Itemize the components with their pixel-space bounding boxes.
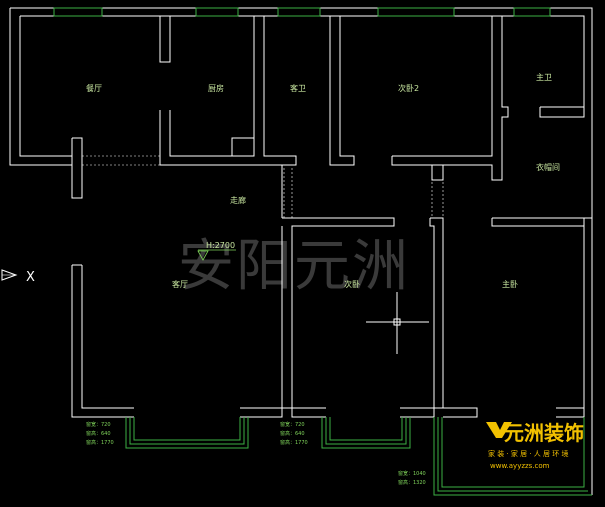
windows: [53, 7, 592, 496]
height-marker-triangle: [197, 250, 209, 261]
room-label-bedroom2: 次卧2: [398, 83, 419, 93]
height-marker-label: H:2700: [206, 241, 235, 250]
brand-url: www.ayyzzs.com: [490, 462, 550, 470]
axis-label: X: [26, 270, 35, 285]
window-note-living-1: 窗宽：720: [86, 421, 111, 428]
room-label-corridor: 走廊: [230, 195, 246, 205]
crosshair-cursor-icon: [366, 292, 429, 354]
brand-logo-icon: [486, 422, 512, 438]
brand-logo: 元洲装饰 家 装 · 家 居 · 人 居 环 境 www.ayyzzs.com: [486, 421, 584, 470]
room-label-guest-bath: 客卫: [290, 83, 306, 93]
room-label-kitchen: 厨房: [208, 83, 224, 93]
window-note-living-3: 窗高：1770: [86, 439, 114, 446]
window-note-bedroom-3: 窗高：1770: [280, 439, 308, 446]
window-note-master-2: 窗高：1320: [398, 479, 426, 486]
room-label-living: 客厅: [172, 279, 188, 289]
room-label-dining: 餐厅: [86, 84, 102, 93]
room-label-master-bath: 主卫: [536, 72, 552, 82]
brand-name: 元洲装饰: [504, 421, 584, 445]
room-label-master-bedroom: 主卧: [502, 279, 518, 289]
window-note-bedroom-2: 窗高：640: [280, 430, 305, 437]
brand-tagline: 家 装 · 家 居 · 人 居 环 境: [488, 449, 568, 458]
window-note-master-1: 窗宽：1040: [398, 470, 426, 477]
room-label-cloakroom: 衣帽间: [536, 162, 560, 172]
window-note-living-2: 窗高：640: [86, 430, 111, 437]
window-note-bedroom-1: 窗宽：720: [280, 421, 305, 428]
door-openings: [82, 155, 444, 218]
room-label-bedroom: 次卧: [344, 279, 360, 289]
watermark-text: 安阳元洲: [178, 234, 410, 299]
